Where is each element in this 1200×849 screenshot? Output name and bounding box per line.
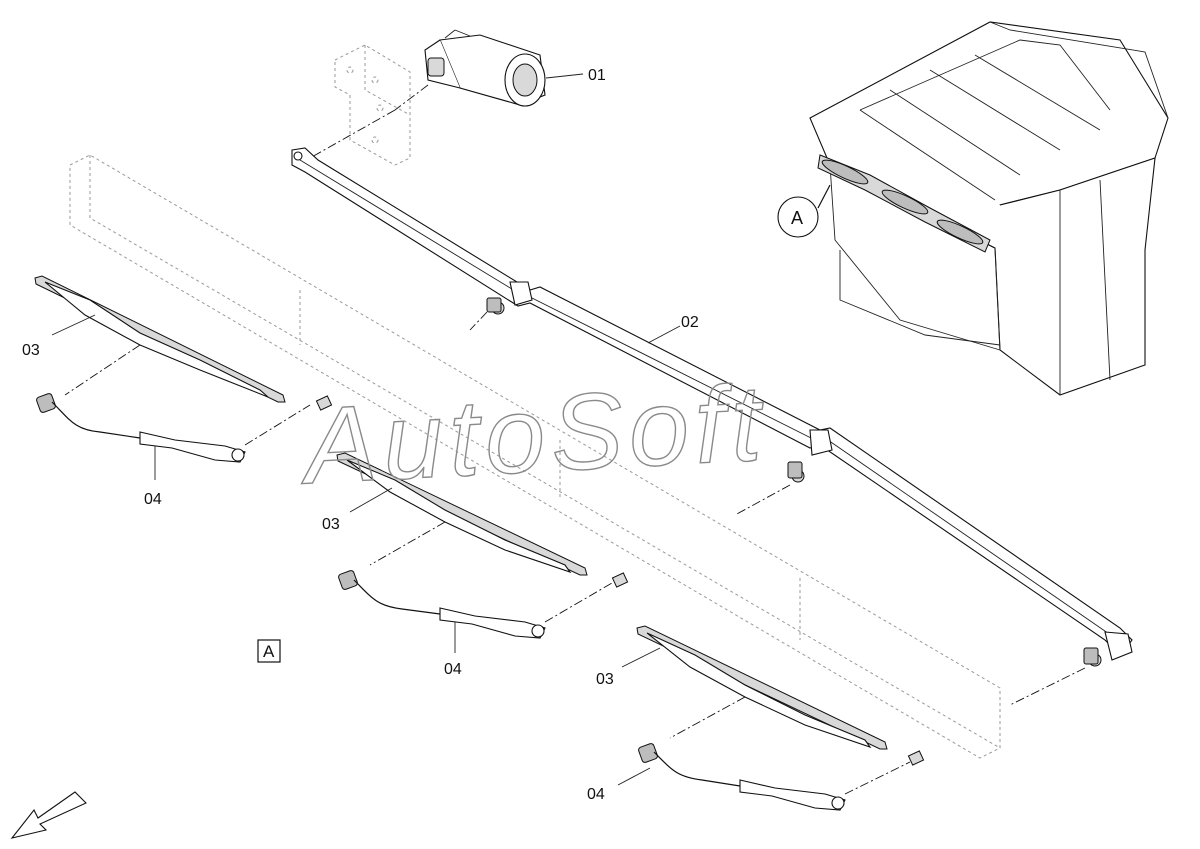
- detail-callout-circle: [777, 196, 819, 238]
- motor-bracket-outline: [334, 44, 411, 166]
- wiper-linkage: [291, 147, 1133, 706]
- view-label-text: A: [263, 642, 275, 661]
- label-part-01: 01: [588, 67, 606, 84]
- detail-callout-label: A: [791, 208, 803, 228]
- wiper-arm-3: [617, 743, 925, 811]
- wiper-blade-2: [336, 452, 588, 576]
- windshield-panel-outline: [69, 154, 1001, 759]
- view-label-box: [257, 639, 281, 663]
- wiper-motor: [309, 29, 584, 159]
- wiper-blade-1: [34, 275, 286, 403]
- label-part-04-a: 04: [144, 491, 162, 508]
- label-part-03-b: 03: [322, 516, 340, 533]
- label-part-02: 02: [681, 314, 699, 331]
- label-part-03-a: 03: [22, 342, 40, 359]
- label-part-03-c: 03: [596, 671, 614, 688]
- wiper-arm-1: [36, 393, 333, 480]
- label-part-04-b: 04: [444, 661, 462, 678]
- direction-arrow-icon: [10, 791, 87, 839]
- cab-detail-view: [777, 21, 1169, 396]
- watermark-text: AutoSoft: [296, 361, 770, 506]
- wiper-arm-2: [338, 570, 629, 653]
- wiper-blade-3: [621, 625, 888, 750]
- label-part-04-c: 04: [587, 786, 605, 803]
